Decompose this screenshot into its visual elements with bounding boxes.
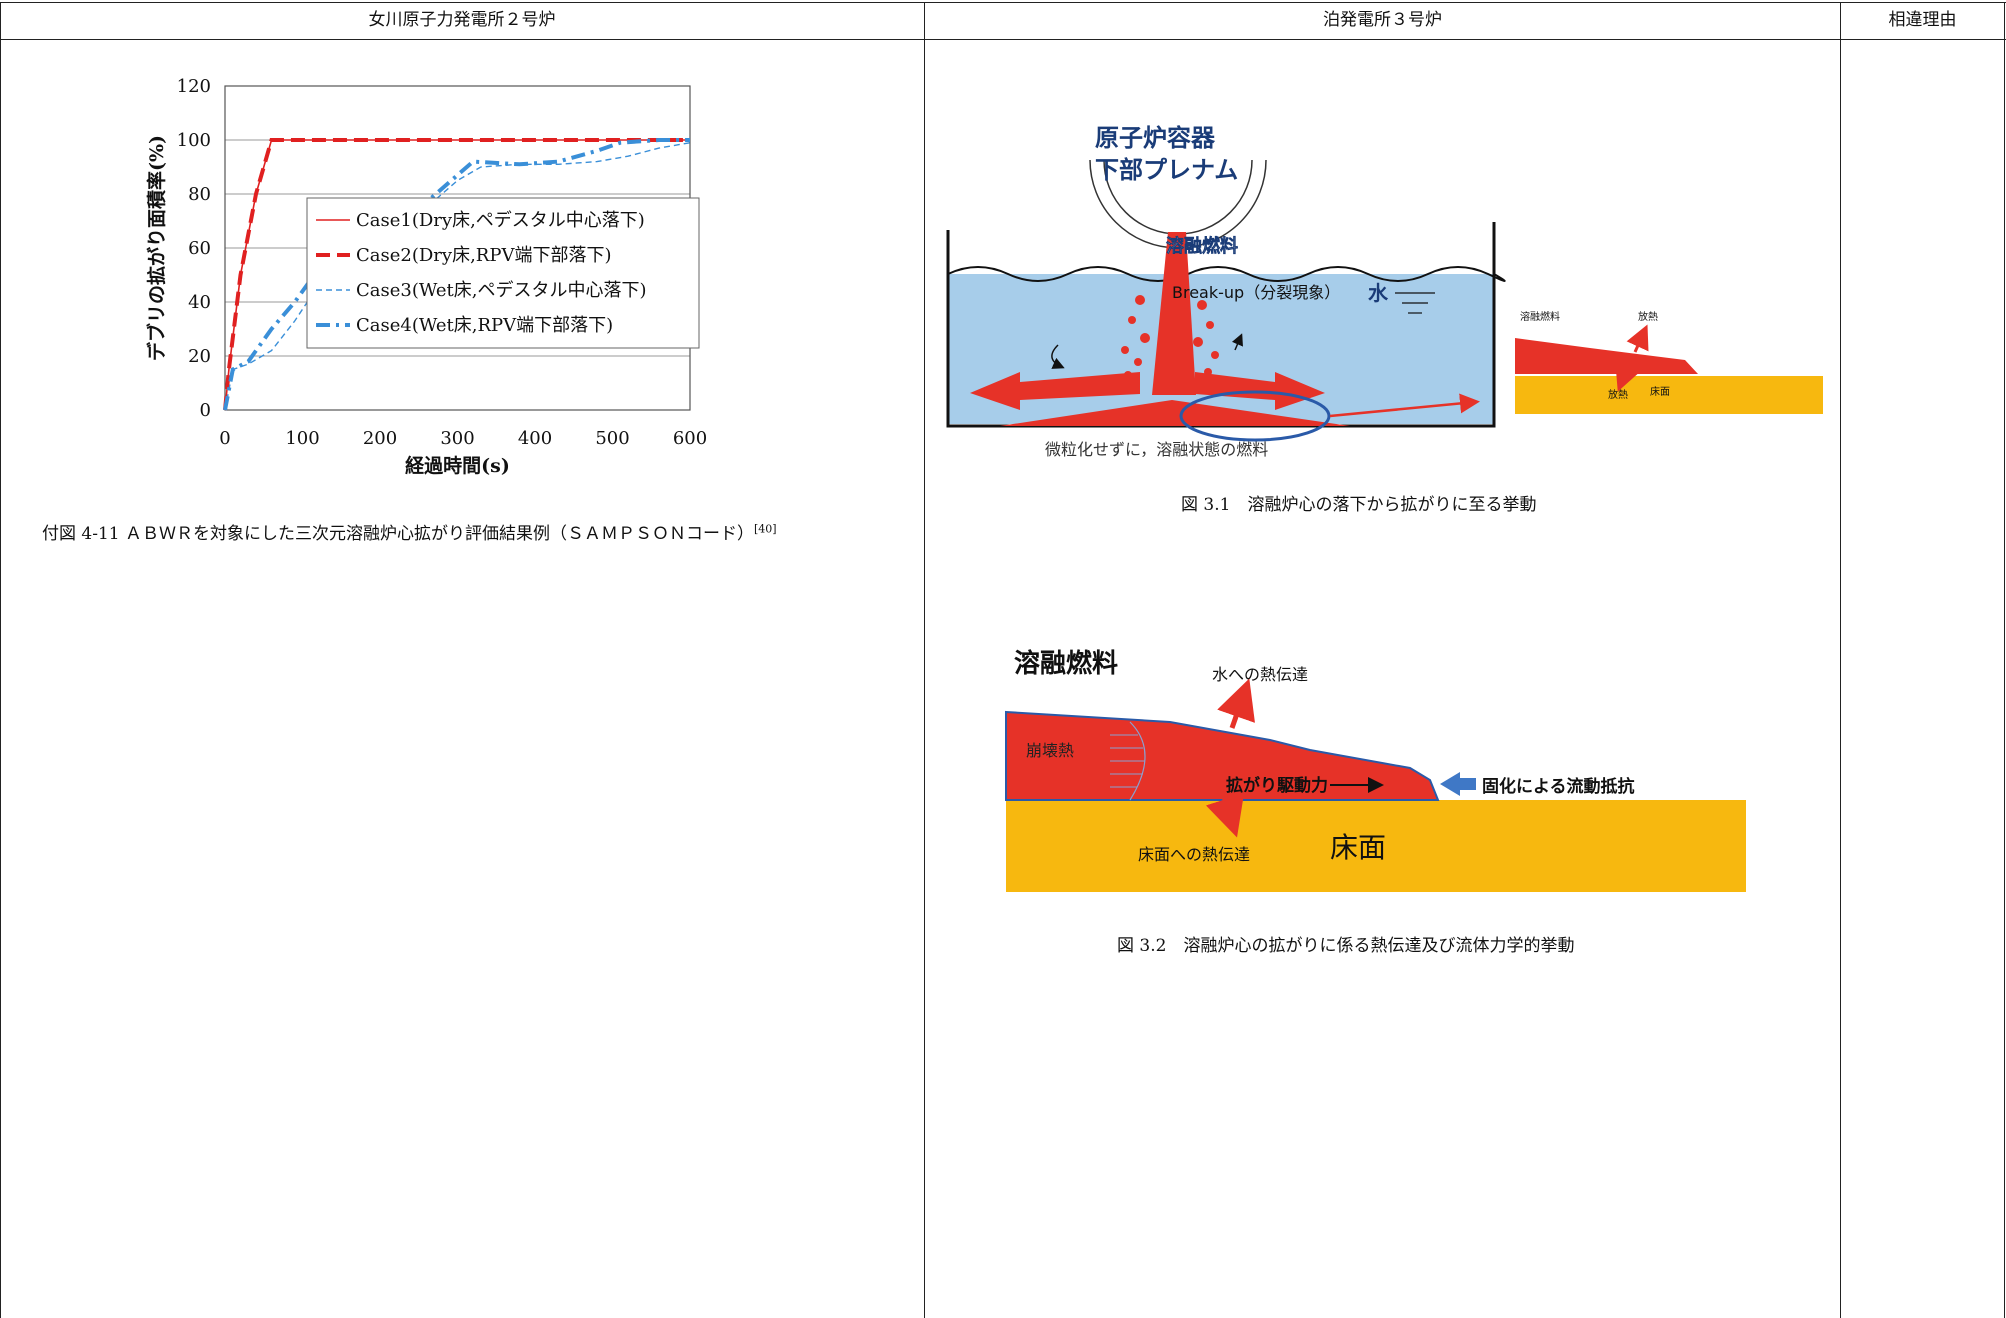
left-figure-caption: 付図 4-11 ＡＢＷＲを対象にした三次元溶融炉心拡がり評価結果例（ＳＡＭＰＳＯ… xyxy=(42,519,777,544)
rpv-label-1: 原子炉容器 xyxy=(1095,124,1216,152)
header-bottom-border xyxy=(0,39,2006,40)
water-heat-label: 水への熱伝達 xyxy=(1212,665,1308,684)
driving-force-label: 拡がり駆動力 xyxy=(1226,775,1328,796)
col-divider-2 xyxy=(1840,2,1841,1318)
water-level-lines xyxy=(1395,292,1435,314)
table-right-border xyxy=(2004,2,2005,1318)
figure-3-1-caption: 図 3.1 溶融炉心の落下から拡がりに至る挙動 xyxy=(1181,495,1537,515)
x-axis-label: 経過時間(s) xyxy=(405,454,510,477)
y-tick-label: 20 xyxy=(188,346,211,367)
water-surface-wave xyxy=(947,266,1506,282)
figure-3-2: 溶融燃料 水への熱伝達 崩壊熱 拡がり駆動力 固化による流動抵抗 床面への熱伝達… xyxy=(1005,648,1746,892)
x-tick-label: 200 xyxy=(363,428,397,449)
heat-arrow-down xyxy=(1205,789,1245,838)
molten-jet xyxy=(1152,232,1196,395)
inset-melt xyxy=(1515,338,1698,374)
velocity-ticks xyxy=(1110,734,1145,788)
left-caption-ref: [40] xyxy=(754,522,777,536)
velocity-profile xyxy=(1129,721,1146,801)
inset-heat-bottom: 放熱 xyxy=(1608,388,1628,401)
y-tick-label: 100 xyxy=(177,130,211,151)
table-top-border xyxy=(0,2,2006,3)
y-tick-label: 120 xyxy=(177,76,211,97)
spreading-melt xyxy=(1000,400,1350,426)
y-tick-label: 80 xyxy=(188,184,211,205)
circulation-arrow-2 xyxy=(1231,333,1243,351)
floor-label: 床面 xyxy=(1330,831,1386,864)
x-tick-label: 0 xyxy=(219,428,230,449)
y-tick-label: 60 xyxy=(188,238,211,259)
x-tick-label: 300 xyxy=(440,428,474,449)
x-tick-label: 600 xyxy=(673,428,707,449)
y-tick-label: 40 xyxy=(188,292,211,313)
water-label: 水 xyxy=(1368,281,1389,305)
x-tick-label: 100 xyxy=(285,428,319,449)
rpv-label-2: 下部プレナム xyxy=(1095,156,1238,184)
x-tick-label: 500 xyxy=(595,428,629,449)
series-line-case2 xyxy=(223,138,690,411)
fig32-title: 溶融燃料 xyxy=(1014,648,1118,679)
breakup-label: Break-up（分裂現象） xyxy=(1172,283,1340,302)
inset-fuel-label: 溶融燃料 xyxy=(1520,310,1560,323)
x-tick-label: 400 xyxy=(518,428,552,449)
inset-floor xyxy=(1515,376,1823,414)
figure-3-2-caption: 図 3.2 溶融炉心の拡がりに係る熱伝達及び流体力学的挙動 xyxy=(1117,936,1575,956)
inset-floor-label: 床面 xyxy=(1650,385,1670,398)
legend-label-case4: Case4(Wet床,RPV端下部落下) xyxy=(356,315,613,336)
header-reason: 相違理由 xyxy=(1888,10,1957,30)
molten-fuel-label: 溶融燃料 xyxy=(1166,235,1238,257)
figure-3-1: 原子炉容器 下部プレナム 溶融燃料 Break-up（分裂現象） 水 微粒化せず… xyxy=(946,124,1823,459)
floor-heat-label: 床面への熱伝達 xyxy=(1138,845,1250,864)
legend-label-case3: Case3(Wet床,ペデスタル中心落下) xyxy=(356,280,647,301)
y-axis-label: デブリの拡がり面積率(%) xyxy=(145,135,168,361)
table-left-border xyxy=(0,2,1,1318)
header-tomari: 泊発電所３号炉 xyxy=(1323,10,1442,30)
arrow-left-big xyxy=(970,372,1140,410)
floor-block xyxy=(1006,800,1746,892)
highlight-ellipse xyxy=(1179,390,1331,442)
left-caption-text: 付図 4-11 ＡＢＷＲを対象にした三次元溶融炉心拡がり評価結果例（ＳＡＭＰＳＯ… xyxy=(42,524,754,544)
inset-heat-arrow-down xyxy=(1615,364,1638,392)
legend-box xyxy=(306,197,700,349)
unfragmented-label: 微粒化せずに，溶融状態の燃料 xyxy=(1045,440,1268,459)
legend-label-case1: Case1(Dry床,ペデスタル中心落下) xyxy=(356,210,645,231)
decay-heat-label: 崩壊熱 xyxy=(1026,741,1074,760)
legend-label-case2: Case2(Dry床,RPV端下部落下) xyxy=(356,245,611,266)
inset-heat-top: 放熱 xyxy=(1638,310,1658,323)
inset-pointer-arrow xyxy=(1329,393,1480,418)
circulation-arrow-1 xyxy=(1051,344,1065,369)
resistance-arrow-icon xyxy=(1440,772,1476,796)
col-divider-1 xyxy=(924,2,925,1318)
melt-layer xyxy=(1005,710,1440,801)
resistance-label: 固化による流動抵抗 xyxy=(1482,776,1635,797)
inset-heat-arrow-up xyxy=(1626,324,1649,353)
heat-arrow-up xyxy=(1217,678,1255,729)
header-onagawa: 女川原子力発電所２号炉 xyxy=(368,10,556,30)
spread-area-chart: 0 20 40 60 80 100 120 0 100 200 300 400 500 600 経過時間(s… xyxy=(145,76,707,477)
y-tick-label: 0 xyxy=(200,400,211,421)
